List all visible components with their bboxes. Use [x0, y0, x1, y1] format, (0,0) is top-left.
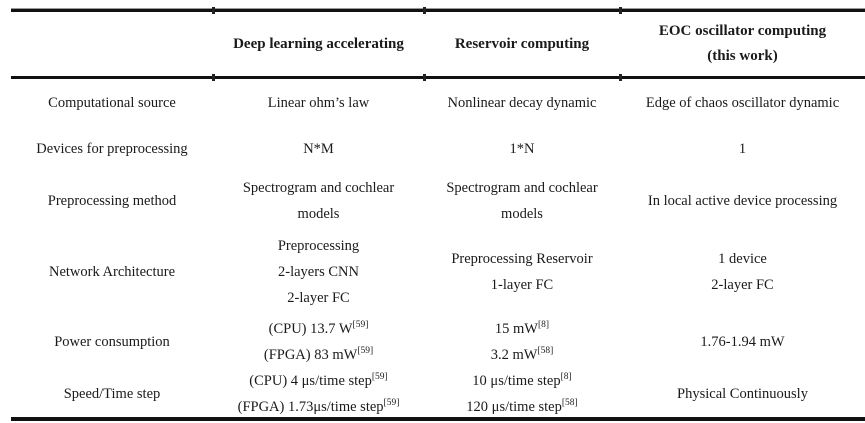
cell-line: (CPU) 4 μs/time step[59]: [249, 371, 388, 389]
column-tick: [212, 74, 215, 81]
row-label: Preprocessing method: [47, 193, 177, 209]
table-cell: 1.76-1.94 mW: [620, 329, 865, 355]
cell-line: Preprocessing: [277, 238, 360, 254]
citation-superscript: [8]: [560, 371, 572, 382]
citation-superscript: [8]: [538, 320, 550, 331]
cell-line: 1.76-1.94 mW: [700, 334, 785, 350]
cell-line: 3.2 mW[58]: [490, 346, 554, 363]
cell-line: Physical Continuously: [677, 385, 808, 402]
table-cell: Edge of chaos oscillator dynamic: [620, 90, 865, 116]
row-label: Computational source: [48, 94, 176, 111]
row-label: Speed/Time step: [63, 385, 161, 402]
cell-line: 1: [738, 141, 747, 157]
cell-line: 2-layer FC: [287, 290, 350, 306]
table-row: Computational source Linear ohm’s law No…: [11, 79, 865, 126]
table-row: Power consumption (CPU) 13.7 W[59] (FPGA)…: [11, 314, 865, 370]
header-separator-rule: [11, 74, 865, 81]
comparison-table: Deep learning accelerating Reservoir com…: [11, 7, 865, 421]
column-tick: [212, 7, 215, 14]
table-cell: Physical Continuously: [620, 381, 865, 407]
column-tick: [619, 74, 622, 81]
row-label: Devices for preprocessing: [36, 141, 188, 157]
table-cell: Preprocessing Reservoir 1-layer FC: [424, 246, 620, 298]
table-cell: 1 device 2-layer FC: [620, 246, 865, 298]
cell-line: (FPGA) 83 mW[59]: [263, 346, 374, 363]
table-header-row: Deep learning accelerating Reservoir com…: [11, 12, 865, 76]
header-cell-deep-learning: Deep learning accelerating: [233, 35, 404, 52]
cell-line: 120 μs/time step[58]: [466, 397, 578, 415]
column-tick: [423, 7, 426, 14]
table-cell: 1: [620, 136, 865, 162]
table-top-rule: [11, 7, 865, 14]
header-cell-reservoir: Reservoir computing: [454, 35, 590, 52]
table-cell: (CPU) 13.7 W[59] (FPGA) 83 mW[59]: [213, 316, 424, 368]
table-cell: Preprocessing 2-layers CNN 2-layer FC: [213, 233, 424, 311]
table-cell: (CPU) 4 μs/time step[59] (FPGA) 1.73μs/ti…: [213, 368, 424, 420]
cell-line: Edge of chaos oscillator dynamic: [645, 94, 840, 111]
table-row: Devices for preprocessing N*M 1*N 1: [11, 126, 865, 172]
cell-line: 1*N: [509, 141, 535, 157]
cell-line: Linear ohm’s law: [267, 94, 370, 111]
citation-superscript: [58]: [537, 346, 554, 357]
citation-superscript: [58]: [561, 397, 578, 408]
cell-line: 2-layer FC: [711, 277, 774, 293]
cell-line: (FPGA) 1.73μs/time step[59]: [237, 397, 400, 415]
cell-line: models: [501, 206, 543, 222]
citation-superscript: [59]: [371, 371, 388, 382]
table-cell: Spectrogram and cochlear models: [213, 175, 424, 227]
table-cell: N*M: [213, 136, 424, 162]
table-cell: In local active device processing: [620, 188, 865, 214]
table-cell: Linear ohm’s law: [213, 90, 424, 116]
table-cell: 15 mW[8] 3.2 mW[58]: [424, 316, 620, 368]
cell-line: 1-layer FC: [490, 277, 554, 293]
cell-line: Spectrogram and cochlear: [446, 180, 598, 196]
table-cell: Spectrogram and cochlear models: [424, 175, 620, 227]
column-tick: [619, 7, 622, 14]
cell-line: In local active device processing: [647, 193, 838, 209]
cell-line: 1 device: [718, 251, 767, 267]
table-bottom-rule: [11, 417, 865, 421]
citation-superscript: [59]: [352, 320, 369, 331]
cell-line: 2-layers CNN: [278, 264, 359, 280]
column-tick: [423, 74, 426, 81]
row-label: Power consumption: [54, 334, 170, 350]
table-cell: 1*N: [424, 136, 620, 162]
table-cell: 10 μs/time step[8] 120 μs/time step[58]: [424, 368, 620, 420]
cell-line: 10 μs/time step[8]: [472, 371, 572, 389]
table-cell: Nonlinear decay dynamic: [424, 90, 620, 116]
cell-line: 15 mW[8]: [494, 320, 550, 337]
cell-line: Nonlinear decay dynamic: [447, 94, 597, 111]
cell-line: models: [297, 206, 340, 222]
table-row: Speed/Time step (CPU) 4 μs/time step[59]…: [11, 370, 865, 417]
table-row: Preprocessing method Spectrogram and coc…: [11, 172, 865, 230]
header-cell-eoc: EOC oscillator computing (this work): [658, 23, 827, 64]
citation-superscript: [59]: [357, 346, 374, 357]
cell-line: Spectrogram and cochlear: [242, 180, 395, 196]
cell-line: Preprocessing Reservoir: [451, 251, 593, 267]
citation-superscript: [59]: [383, 397, 400, 408]
row-label: Network Architecture: [48, 264, 176, 280]
table-row: Network Architecture Preprocessing 2-laye…: [11, 230, 865, 314]
table-body: Computational source Linear ohm’s law No…: [11, 79, 865, 417]
cell-line: (CPU) 13.7 W[59]: [268, 320, 369, 337]
cell-line: N*M: [303, 141, 334, 157]
